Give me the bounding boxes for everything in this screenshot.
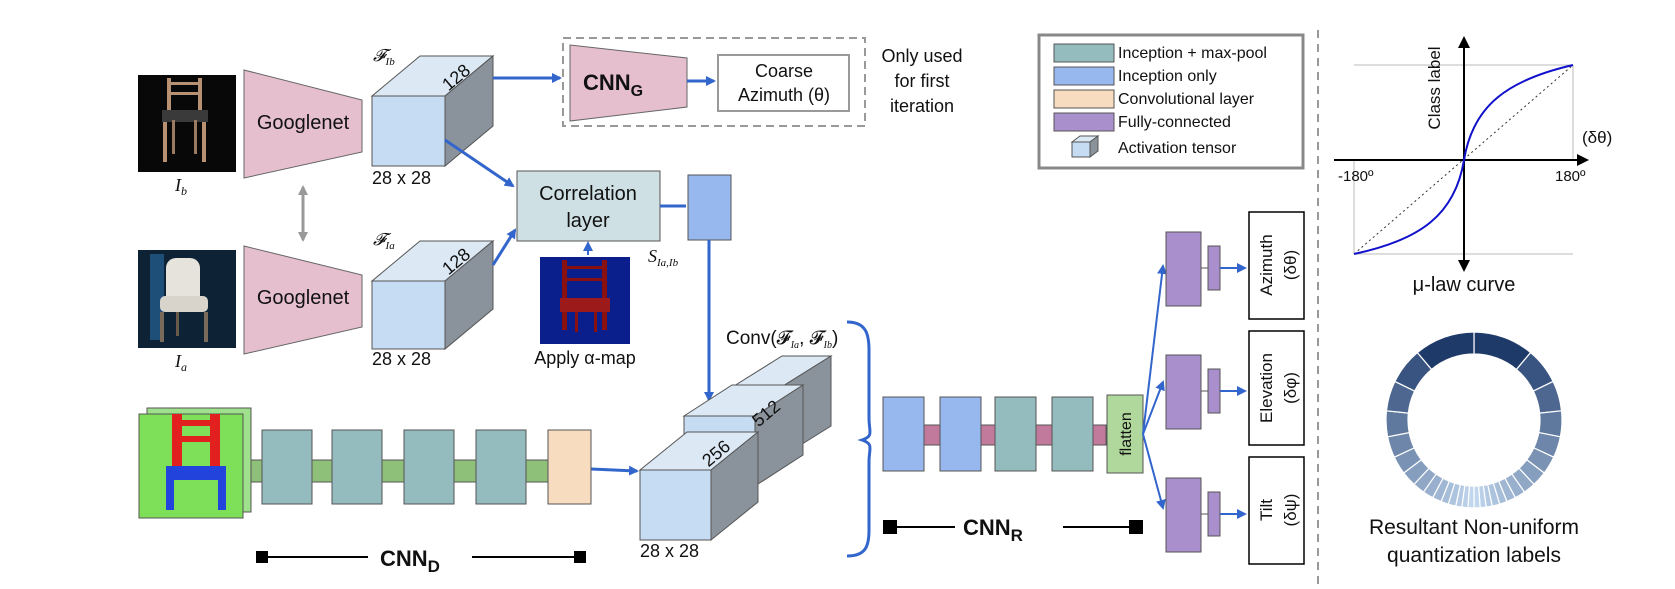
conv-size-label: 28 x 28 xyxy=(640,541,699,561)
legend-item-inception-only: Inception only xyxy=(1053,66,1217,86)
svg-text:(δθ): (δθ) xyxy=(1582,128,1612,147)
svg-text:Correlation: Correlation xyxy=(539,183,637,205)
apply-alpha-label: Apply α-map xyxy=(534,348,635,368)
svg-text:Inception only: Inception only xyxy=(1118,68,1217,85)
svg-text:iteration: iteration xyxy=(890,96,954,116)
tensor-size-bottom: 28 x 28 xyxy=(372,349,431,369)
ring-caption-line2: quantization labels xyxy=(1387,544,1561,567)
branch-arrows xyxy=(1142,264,1168,510)
quantization-ring xyxy=(1385,331,1563,509)
googlenet-top: Googlenet xyxy=(243,69,363,179)
fc-branch-elevation: Elevation(δφ) xyxy=(1165,330,1305,446)
conv-tensor-stack: 512 256 xyxy=(638,355,833,542)
chair-image-a xyxy=(138,250,236,348)
svg-text:Azimuth(δθ): Azimuth(δθ) xyxy=(1257,234,1300,295)
svg-text:Fully-connected: Fully-connected xyxy=(1118,114,1231,131)
cnn-r-span: CNNR xyxy=(883,514,1143,545)
svg-text:Only used: Only used xyxy=(881,46,962,66)
svg-text:180º: 180º xyxy=(1555,168,1586,185)
ring-segment-26 xyxy=(1385,410,1410,438)
svg-text:Googlenet: Googlenet xyxy=(257,287,350,309)
svg-text:Class label: Class label xyxy=(1425,46,1444,129)
s-label: SIa,Ib xyxy=(648,246,679,269)
conv-label: Conv(𝓕Ia, 𝓕Ib) xyxy=(726,328,838,351)
cnn-g-dashed-box xyxy=(562,37,866,127)
image-label-ia: Ia xyxy=(174,351,187,374)
svg-text:CNNG: CNNG xyxy=(583,70,643,100)
svg-text:Coarse: Coarse xyxy=(755,61,813,81)
mulaw-plot: Class label (δθ) -180º 180º xyxy=(1334,36,1612,272)
ring-segment-29 xyxy=(1416,331,1475,371)
tensor-label-f-ib: 𝓕Ib xyxy=(373,46,395,68)
svg-text:Azimuth (θ): Azimuth (θ) xyxy=(738,85,830,105)
mulaw-curve xyxy=(1353,64,1574,255)
tensor-f-ia: 128 xyxy=(370,239,495,351)
cnn-d-span: CNND xyxy=(256,544,586,576)
chair-image-b xyxy=(138,75,236,172)
svg-text:Convolutional layer: Convolutional layer xyxy=(1118,91,1255,108)
legend: Inception + max-pool Inception only Conv… xyxy=(1037,33,1305,170)
svg-text:CNNR: CNNR xyxy=(963,515,1023,545)
brace xyxy=(846,320,872,558)
image-label-ib: Ib xyxy=(174,175,187,198)
cnn-d-chain xyxy=(250,429,592,505)
svg-text:Activation tensor: Activation tensor xyxy=(1118,140,1237,157)
depth-image xyxy=(138,407,252,519)
flow-arrows xyxy=(444,73,716,476)
legend-item-activation-tensor: Activation tensor xyxy=(1070,135,1237,158)
svg-text:-180º: -180º xyxy=(1338,168,1374,185)
legend-item-conv-layer: Convolutional layer xyxy=(1053,89,1255,109)
coarse-azimuth-box: Coarse Azimuth (θ) xyxy=(717,54,850,112)
legend-item-inception-maxpool: Inception + max-pool xyxy=(1053,43,1267,63)
ring-caption-line1: Resultant Non-uniform xyxy=(1369,516,1579,539)
legend-item-fully-connected: Fully-connected xyxy=(1053,112,1231,132)
ring-segment-14 xyxy=(1473,485,1481,509)
svg-text:Tilt(δψ): Tilt(δψ) xyxy=(1257,494,1300,527)
svg-text:CNND: CNND xyxy=(380,546,440,576)
correlation-output-block xyxy=(687,174,732,241)
fc-branch-tilt: Tilt(δψ) xyxy=(1165,456,1305,565)
tensor-size-top: 28 x 28 xyxy=(372,168,431,188)
svg-text:Elevation(δφ): Elevation(δφ) xyxy=(1257,353,1300,423)
fc-branch-azimuth: Azimuth(δθ) xyxy=(1165,211,1305,320)
cnn-r-chain: flatten xyxy=(882,394,1144,474)
alpha-map-image xyxy=(540,257,630,344)
correlation-layer: Correlation layer xyxy=(516,170,661,242)
svg-text:Googlenet: Googlenet xyxy=(257,112,350,134)
only-used-note: Only used for first iteration xyxy=(881,46,962,116)
svg-text:flatten: flatten xyxy=(1118,412,1135,456)
tensor-f-ib: 128 xyxy=(370,54,495,168)
googlenet-bottom: Googlenet xyxy=(243,245,363,355)
svg-text:layer: layer xyxy=(566,210,610,232)
svg-text:for first: for first xyxy=(894,71,949,91)
cnn-g-block: CNNG xyxy=(569,44,688,122)
svg-text:Inception + max-pool: Inception + max-pool xyxy=(1118,45,1267,62)
tensor-label-f-ia: 𝓕Ia xyxy=(373,230,395,252)
mulaw-caption: μ-law curve xyxy=(1413,274,1516,296)
